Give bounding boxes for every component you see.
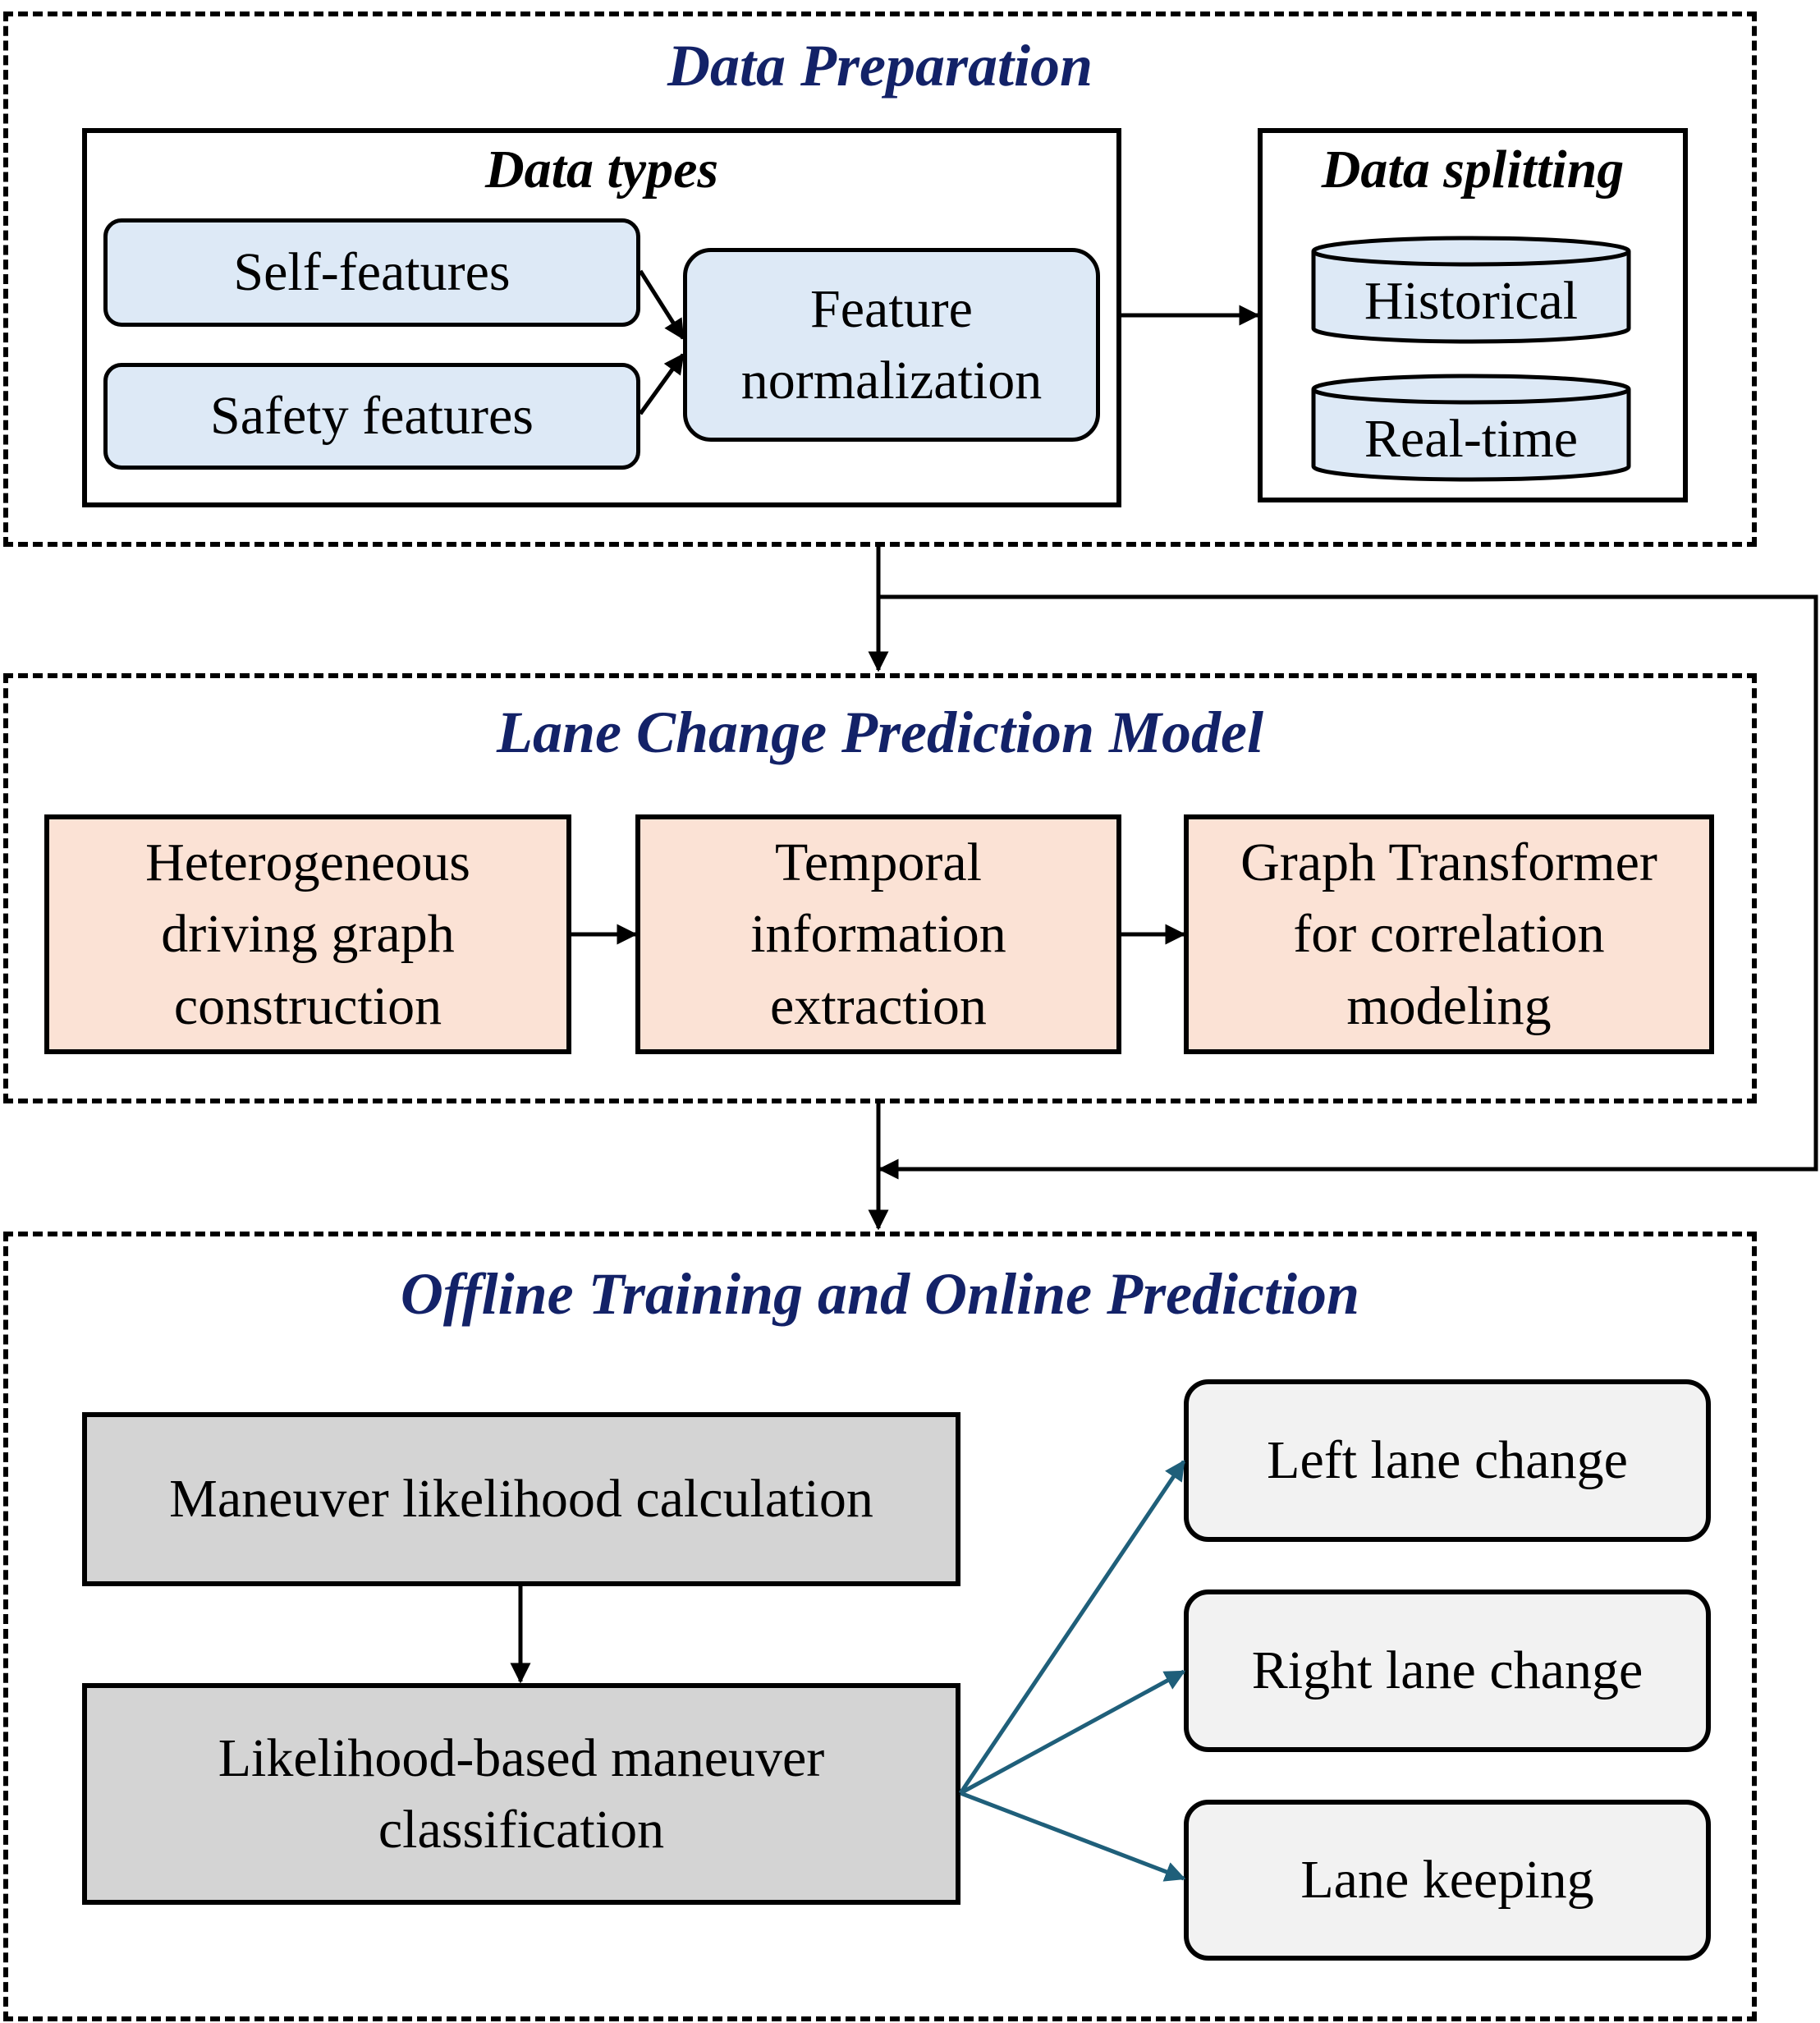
data-preparation-title: Data Preparation: [667, 33, 1093, 99]
data-types-title: Data types: [484, 140, 719, 200]
graph-construction-box: Heterogeneous driving graph construction: [44, 814, 571, 1054]
self-to-normalization-arrow: [638, 269, 685, 341]
lane-keeping-box: Lane keeping: [1184, 1800, 1711, 1961]
right-lane-change-box: Right lane change: [1184, 1590, 1711, 1752]
feature-normalization-box: Feature normalization: [683, 248, 1100, 442]
left-lane-change-box: Left lane change: [1184, 1379, 1711, 1542]
historical-label: Historical: [1364, 271, 1579, 331]
temporal-extraction-box: Temporal information extraction: [635, 814, 1121, 1054]
offline-online-title: Offline Training and Online Prediction: [400, 1261, 1360, 1327]
data-preparation-section: Data Preparation: [3, 11, 1757, 547]
historical-cylinder-icon: [1311, 236, 1631, 344]
safety-to-normalization-arrow: [638, 352, 685, 415]
data-splitting-title: Data splitting: [1321, 140, 1625, 200]
self-features-box: Self-features: [103, 218, 640, 327]
likelihood-classification-box: Likelihood-based maneuver classification: [82, 1683, 960, 1905]
real-time-cylinder-icon: [1311, 374, 1631, 482]
to-right-lane-change-arrow: [959, 1669, 1186, 1796]
to-lane-keeping-arrow: [960, 1791, 1186, 1882]
graph-transformer-box: Graph Transformer for correlation modeli…: [1184, 814, 1714, 1054]
likelihood-calculation-box: Maneuver likelihood calculation: [82, 1412, 960, 1586]
real-time-label: Real-time: [1364, 409, 1579, 469]
bypass-connector: [878, 594, 1818, 1180]
offline-online-section: Offline Training and Online Prediction: [3, 1232, 1757, 2021]
safety-features-box: Safety features: [103, 363, 640, 470]
lane-change-model-section: Lane Change Prediction Model: [3, 673, 1757, 1103]
to-left-lane-change-arrow: [958, 1459, 1186, 1795]
lane-change-model-title: Lane Change Prediction Model: [497, 700, 1263, 765]
